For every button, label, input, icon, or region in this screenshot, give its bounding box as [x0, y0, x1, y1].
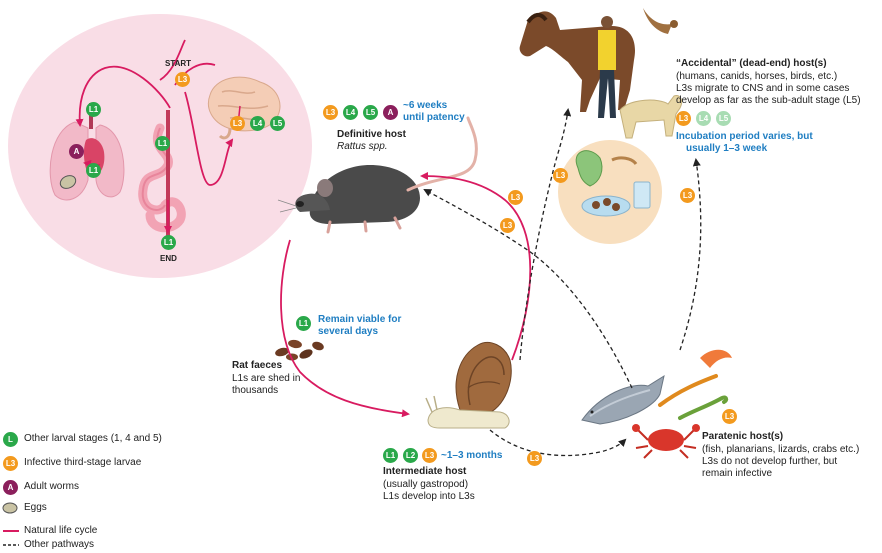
- stage-badge-l3: L3: [676, 111, 691, 126]
- legend-eggs-label: Eggs: [24, 502, 47, 513]
- crab-illustration: [632, 424, 700, 459]
- inset-end-label: END: [160, 254, 177, 263]
- shrimp-illustration: [700, 349, 732, 368]
- rat-faeces-title: Rat faeces: [232, 360, 283, 371]
- faeces-viability-line2: several days: [318, 326, 379, 337]
- legend-adult-label: Adult worms: [24, 481, 80, 492]
- definitive-host-species: Rattus spp.: [337, 141, 388, 152]
- pathway-badge-l3: L3: [553, 168, 568, 183]
- stage-badge-l5: L5: [270, 116, 285, 131]
- paratenic-host-line3: remain infective: [702, 468, 773, 479]
- stage-badge-l3: L3: [323, 105, 338, 120]
- stage-badge-l5: L5: [363, 105, 378, 120]
- stage-badge-l1: L1: [155, 136, 170, 151]
- pathway-badge-l3: L3: [680, 188, 695, 203]
- legend-green-badge: L: [3, 432, 18, 447]
- arrow-snail-to-rat: [420, 172, 532, 361]
- intermediate-host-line2: L1s develop into L3s: [383, 491, 475, 502]
- intermediate-host-line1: (usually gastropod): [383, 479, 469, 490]
- pathway-badge-l3: L3: [508, 190, 523, 205]
- rat-faeces-desc-line2: thousands: [232, 385, 279, 396]
- definitive-host-title: Definitive host: [337, 129, 406, 140]
- legend-natural-label: Natural life cycle: [24, 525, 98, 536]
- legend-orange-badge: L3: [3, 456, 18, 471]
- rat-faeces-illustration: [275, 339, 324, 361]
- definitive-period-line1: ~6 weeks: [403, 100, 448, 111]
- stage-badge-l1: L1: [86, 163, 101, 178]
- rat-illustration: [277, 116, 478, 234]
- person-illustration: [598, 16, 616, 118]
- definitive-period-line2: until patency: [403, 112, 465, 123]
- arrow-rat-to-snail: [280, 239, 410, 418]
- food-plate-illustration: [558, 140, 662, 244]
- rat-faeces-desc-line1: L1s are shed in: [232, 373, 301, 384]
- stage-badge-adult: A: [69, 144, 84, 159]
- paratenic-host-line1: (fish, planarians, lizards, crabs etc.): [702, 444, 860, 455]
- intermediate-period: ~1–3 months: [441, 450, 503, 461]
- stage-badge-l3: L3: [175, 72, 190, 87]
- planarian-illustration: [658, 374, 718, 407]
- snail-illustration: [425, 341, 512, 429]
- fish-illustration: [581, 374, 665, 425]
- egg-icon: [59, 175, 77, 189]
- intermediate-host-title: Intermediate host: [383, 466, 467, 477]
- stage-badge-l4: L4: [343, 105, 358, 120]
- faeces-viability-line1: Remain viable for: [318, 314, 402, 325]
- stage-badge-l1: L1: [383, 448, 398, 463]
- lizard-illustration: [678, 395, 729, 420]
- legend-egg-icon: [2, 502, 18, 514]
- accidental-host-line1: (humans, canids, horses, birds, etc.): [676, 71, 838, 82]
- horse-illustration: [519, 11, 635, 113]
- paratenic-host-line2: L3s do not develop further, but: [702, 456, 838, 467]
- incubation-line1: Incubation period varies, but: [676, 131, 813, 142]
- bird-illustration: [643, 8, 678, 34]
- accidental-host-title: “Accidental” (dead-end) host(s): [676, 58, 827, 69]
- stage-badge-l1: L1: [161, 235, 176, 250]
- legend-infective-label: Infective third-stage larvae: [24, 457, 142, 468]
- stage-badge-l4: L4: [696, 111, 711, 126]
- other-pathway-arrows: [423, 108, 702, 457]
- accidental-host-line2: L3s migrate to CNS and in some cases: [676, 83, 850, 94]
- stage-badge-l3: L3: [230, 116, 245, 131]
- paratenic-host-title: Paratenic host(s): [702, 431, 784, 442]
- stage-badge-l3: L3: [422, 448, 437, 463]
- stage-badge-l3: L3: [722, 409, 737, 424]
- stage-badge-l5: L5: [716, 111, 731, 126]
- inset-start-label: START: [165, 59, 192, 68]
- stage-badge-l1: L1: [296, 316, 311, 331]
- pathway-badge-l3: L3: [500, 218, 515, 233]
- pathway-badge-l3: L3: [527, 451, 542, 466]
- dog-illustration: [619, 95, 683, 139]
- stage-badge-adult: A: [383, 105, 398, 120]
- stage-badge-l2: L2: [403, 448, 418, 463]
- legend-other-pathways-label: Other pathways: [24, 539, 95, 550]
- legend-other-larval-label: Other larval stages (1, 4 and 5): [24, 433, 162, 444]
- legend-purple-badge: A: [3, 480, 18, 495]
- accidental-host-line3: develop as far as the sub-adult stage (L…: [676, 95, 861, 106]
- stage-badge-l1: L1: [86, 102, 101, 117]
- stage-badge-l4: L4: [250, 116, 265, 131]
- incubation-line2: usually 1–3 week: [686, 143, 768, 154]
